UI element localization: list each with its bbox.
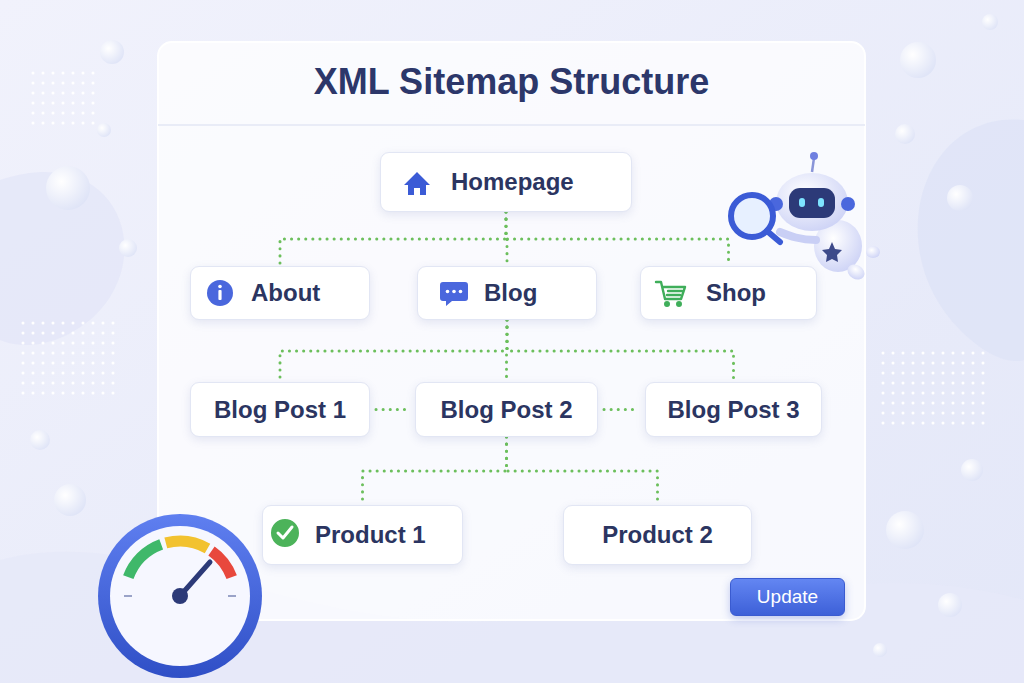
page-label: Blog Post 2 — [440, 396, 572, 424]
card-panel — [158, 42, 865, 620]
sitemap-connector — [363, 437, 507, 505]
sitemap-connector — [604, 408, 639, 411]
page-box: Blog Post 1 — [190, 382, 370, 437]
page-label: Blog Post 3 — [667, 396, 799, 424]
page-label: Product 1 — [315, 521, 426, 549]
sitemap-connector — [280, 212, 506, 266]
home-icon — [404, 172, 430, 195]
info-icon — [207, 280, 233, 306]
diagram-title: XML Sitemap Structure — [158, 61, 865, 103]
sitemap-connector — [507, 437, 658, 505]
page-box: Product 2 — [563, 505, 752, 565]
page-box: Blog Post 3 — [645, 382, 822, 437]
sitemap-connector — [376, 408, 409, 411]
page-label: Product 2 — [602, 521, 713, 549]
speed-gauge — [98, 514, 262, 678]
page-label: Blog — [484, 279, 537, 307]
page-box: Shop — [640, 266, 817, 320]
page-box: Product 1 — [262, 505, 463, 565]
page-label: Blog Post 1 — [214, 396, 346, 424]
page-label: About — [251, 279, 320, 307]
page-box: Homepage — [380, 152, 632, 212]
check-icon — [270, 518, 300, 548]
sitemap-connector — [505, 320, 509, 382]
button-label: Update — [757, 586, 818, 608]
update-button: Update — [730, 578, 845, 616]
sitemap-connector — [507, 320, 734, 382]
page-label: Shop — [706, 279, 766, 307]
page-box: Blog — [417, 266, 597, 320]
page-box: About — [190, 266, 370, 320]
robot-illustration — [731, 152, 880, 283]
page-box: Blog Post 2 — [415, 382, 598, 437]
cart-icon — [656, 282, 685, 306]
sitemap-connector — [506, 212, 729, 266]
sitemap-connector — [280, 320, 507, 382]
page-label: Homepage — [451, 168, 574, 196]
chat-icon — [440, 282, 468, 306]
